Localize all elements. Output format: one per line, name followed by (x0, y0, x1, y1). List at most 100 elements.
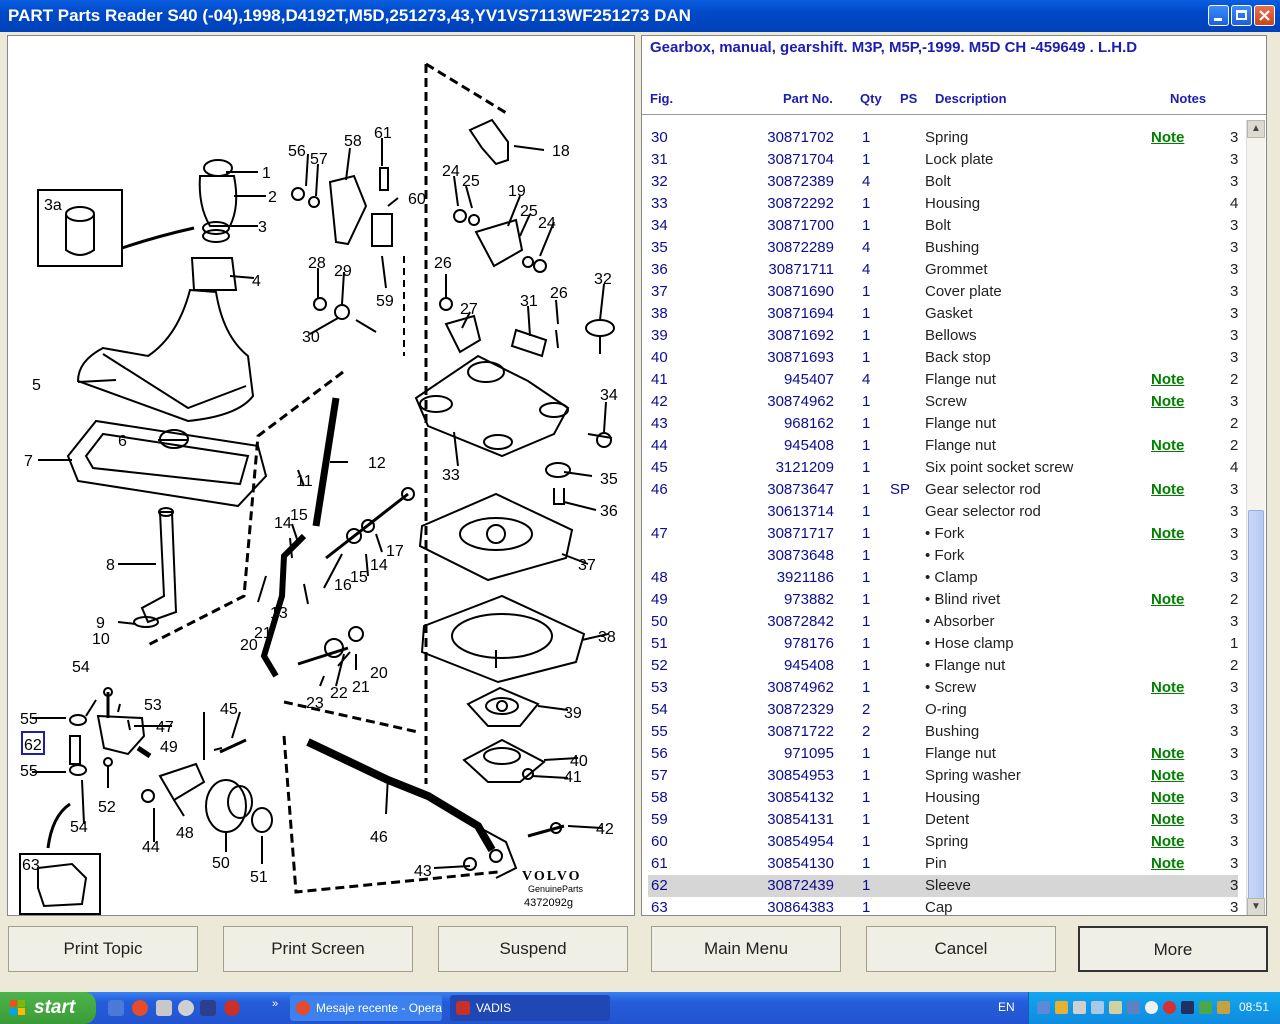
tray-network-icon[interactable] (1037, 1001, 1050, 1014)
close-button[interactable] (1254, 5, 1275, 26)
start-button[interactable]: start (0, 992, 96, 1024)
cell-note-link[interactable]: Note (1151, 591, 1185, 608)
main-menu-button[interactable]: Main Menu (651, 926, 841, 972)
cell-note-link[interactable]: Note (1151, 833, 1185, 850)
windows-flag-icon (10, 1000, 25, 1015)
quicklaunch-expand-icon[interactable]: » (272, 998, 279, 1010)
svg-text:48: 48 (176, 825, 194, 842)
col-header-ps[interactable]: PS (900, 91, 918, 106)
cell-note-link[interactable]: Note (1151, 481, 1185, 498)
cell-note-link[interactable]: Note (1151, 371, 1185, 388)
cell-note-link[interactable]: Note (1151, 855, 1185, 872)
tray-flash-icon[interactable] (1163, 1001, 1176, 1014)
print-screen-button[interactable]: Print Screen (223, 926, 413, 972)
maximize-button[interactable] (1231, 5, 1252, 26)
tray-security-icon[interactable] (1145, 1001, 1158, 1014)
quicklaunch-opera-icon[interactable] (132, 1000, 148, 1016)
col-header-part-no[interactable]: Part No. (783, 91, 833, 106)
suspend-button[interactable]: Suspend (438, 926, 628, 972)
cell-fig: 59 (651, 811, 668, 828)
svg-text:45: 45 (220, 701, 238, 718)
col-header-fig[interactable]: Fig. (650, 91, 674, 106)
task-vadis[interactable]: VADIS (450, 995, 610, 1021)
svg-text:54: 54 (70, 819, 88, 836)
title-bar: PART Parts Reader S40 (-04),1998,D4192T,… (0, 0, 1280, 32)
col-header-qty[interactable]: Qty (860, 91, 882, 106)
tray-update-icon[interactable] (1199, 1001, 1212, 1014)
print-topic-button[interactable]: Print Topic (8, 926, 198, 972)
scroll-thumb[interactable] (1248, 510, 1264, 900)
quicklaunch-bs-icon[interactable] (156, 1000, 172, 1016)
more-button[interactable]: More (1078, 926, 1268, 972)
cell-note-link[interactable]: Note (1151, 789, 1185, 806)
tray-app-icon[interactable] (1055, 1001, 1068, 1014)
tray-tool-icon[interactable] (1109, 1001, 1122, 1014)
cancel-button[interactable]: Cancel (866, 926, 1056, 972)
cell-part-no: 973882 (783, 591, 834, 608)
col-header-notes[interactable]: Notes (1170, 91, 1207, 106)
cell-note-link[interactable]: Note (1151, 679, 1185, 696)
cell-note-link[interactable]: Note (1151, 745, 1185, 762)
scroll-up-arrow-icon[interactable]: ▲ (1247, 120, 1265, 138)
cell-note-link[interactable]: Note (1151, 393, 1185, 410)
tray-misc-icon[interactable] (1217, 1001, 1230, 1014)
col-header-description[interactable]: Description (935, 91, 1007, 106)
cell-note-link[interactable]: Note (1151, 767, 1185, 784)
tray-volume-icon[interactable] (1127, 1001, 1140, 1014)
cell-note-link[interactable]: Note (1151, 525, 1185, 542)
svg-text:12: 12 (368, 455, 386, 472)
cell-note-link[interactable]: Note (1151, 811, 1185, 828)
tray-display-icon[interactable] (1091, 1001, 1104, 1014)
minimize-button[interactable] (1208, 5, 1229, 26)
cell-description: Flange nut (925, 371, 996, 388)
quicklaunch-save-icon[interactable] (200, 1000, 216, 1016)
task-opera[interactable]: Mesaje recente - Opera (290, 995, 442, 1021)
quicklaunch-media-icon[interactable] (178, 1000, 194, 1016)
tray-mail-icon[interactable] (1181, 1001, 1194, 1014)
scroll-down-arrow-icon[interactable]: ▼ (1247, 898, 1265, 915)
language-indicator[interactable]: EN (998, 1000, 1015, 1014)
quicklaunch-vadis-icon[interactable] (224, 1000, 240, 1016)
cell-note-link[interactable]: Note (1151, 129, 1185, 146)
cell-note-link[interactable]: Note (1151, 437, 1185, 454)
quicklaunch-desktop-icon[interactable] (108, 1000, 124, 1016)
tray-drive-icon[interactable] (1073, 1001, 1086, 1014)
parts-scrollbar[interactable]: ▲ ▼ (1246, 120, 1265, 915)
